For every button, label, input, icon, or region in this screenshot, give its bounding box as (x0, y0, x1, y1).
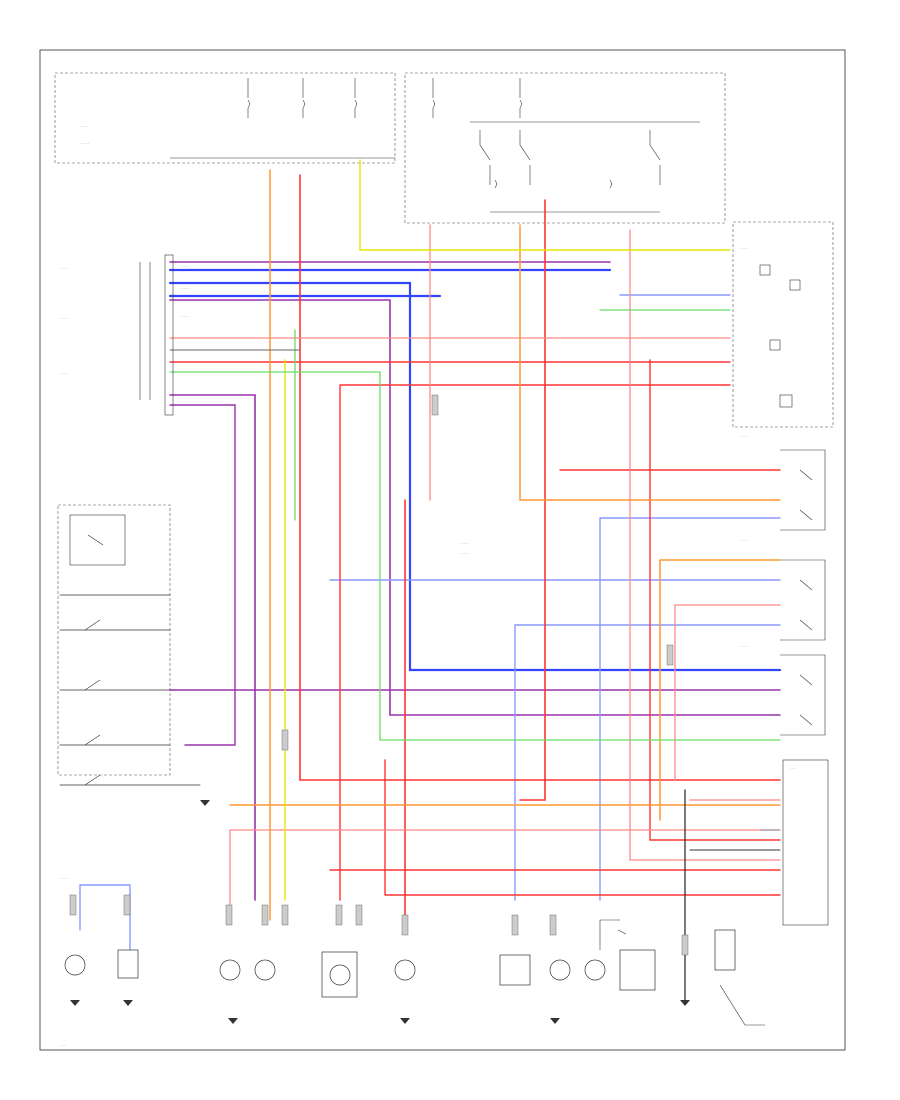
svg-text:· · · · ·: · · · · · (180, 265, 189, 269)
svg-text:· · · ·: · · · · (60, 317, 67, 321)
connector-box-right (782, 759, 829, 926)
svg-text:· · · · ·: · · · · · (460, 542, 469, 546)
svg-text:· · · · ·: · · · · · (460, 552, 469, 556)
fuse-box-left (54, 72, 396, 164)
fuse-box-right (404, 72, 726, 224)
svg-text:· · · · ·: · · · · · (80, 142, 89, 146)
svg-text:· · · ·: · · · · (740, 539, 747, 543)
left-connector-stack (139, 254, 174, 416)
relay-box-right (732, 221, 834, 428)
svg-text:· · · ·: · · · · (740, 645, 747, 649)
relay-switches (479, 130, 801, 408)
right-relays (780, 449, 826, 736)
fuses (247, 78, 612, 189)
svg-text:· · · · ·: · · · · · (180, 287, 189, 291)
svg-text:· · · ·: · · · · (80, 125, 87, 129)
pin-blocks (69, 394, 689, 956)
diagram-border (39, 49, 846, 1051)
left-switch-box (69, 514, 126, 786)
svg-text:· · · · ·: · · · · · (180, 315, 189, 319)
svg-text:· · ·: · · · (790, 767, 795, 771)
svg-text:· · · ·: · · · · (740, 435, 747, 439)
svg-text:· · · ·: · · · · (60, 877, 67, 881)
svg-text:· · · ·: · · · · (740, 247, 747, 251)
wire-harness (59, 159, 782, 1001)
switch-box-left (57, 504, 171, 776)
ground-symbols (70, 800, 690, 1024)
bottom-components (64, 919, 765, 1026)
labels: · · · · · · · · · · · · · · · · · · · · … (60, 125, 795, 1048)
svg-text:· · · ·: · · · · (60, 267, 67, 271)
svg-text:· · · ·: · · · · (60, 372, 67, 376)
svg-text:· · ·: · · · (60, 1044, 65, 1048)
